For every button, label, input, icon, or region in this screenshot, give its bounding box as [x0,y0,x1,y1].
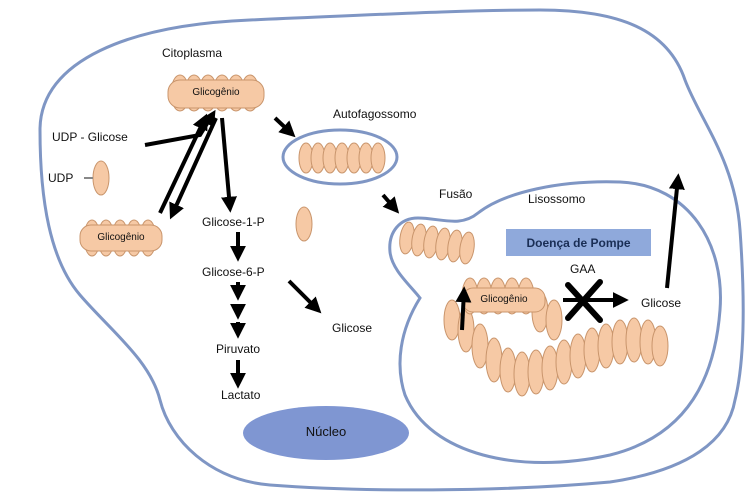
label-glycogen-lysosome: Glicogênio [463,294,545,305]
label-glycogen-left: Glicogênio [80,232,162,243]
label-udp: UDP [48,171,73,185]
label-cytoplasm: Citoplasma [162,46,222,60]
label-glucose-cytoplasm: Glicose [332,321,372,335]
label-lysosome: Lisossomo [528,192,585,206]
label-glycogen-main: Glicogênio [168,87,264,98]
label-glucose-1p: Glicose-1-P [202,215,265,229]
label-glucose-6p: Glicose-6-P [202,265,265,279]
glucose-1p-oval [296,207,312,241]
label-lactate: Lactato [221,388,260,402]
pompe-disease-banner: Doença de Pompe [506,229,651,256]
label-pyruvate: Piruvato [216,342,260,356]
label-nucleus: Núcleo [243,424,409,439]
label-autophagosome: Autofagossomo [333,107,416,121]
autophagosome-glycogen [299,143,385,173]
label-glucose-lysosome: Glicose [641,296,681,310]
label-fusion: Fusão [439,187,472,201]
fusion-glycogen [398,221,476,265]
label-udp-glucose: UDP - Glicose [52,130,128,144]
udp-oval [93,161,109,195]
label-gaa: GAA [570,262,595,276]
